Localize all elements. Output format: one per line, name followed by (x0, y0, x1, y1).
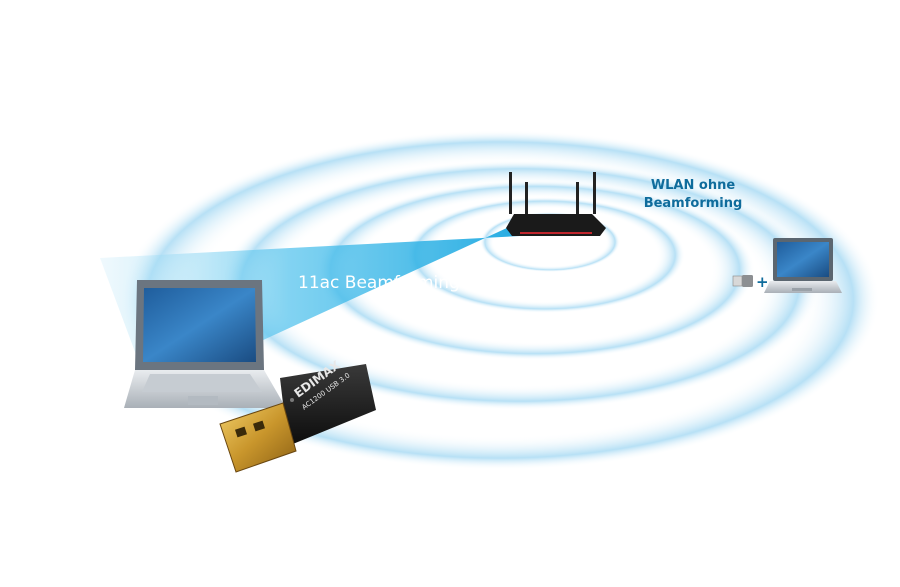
usb-adapter-body (280, 364, 376, 446)
laptop-right-touchpad (792, 288, 812, 291)
router-antenna (525, 182, 528, 216)
without-beamforming-label-2: Beamforming (644, 196, 743, 211)
laptop-right-screen (777, 242, 829, 277)
laptop-left (124, 280, 286, 408)
router-body (506, 214, 606, 236)
small-usb-body (742, 275, 753, 287)
usb-adapter-led (290, 398, 294, 402)
laptop-right (764, 238, 842, 293)
router (506, 172, 606, 236)
beamforming-label: 11ac Beamforming (298, 273, 460, 293)
small-usb-adapter (732, 275, 753, 287)
router-antenna (509, 172, 512, 214)
usb-connector-slot (235, 426, 247, 438)
without-beamforming-label-1: WLAN ohne (651, 178, 736, 193)
plus-sign: + (756, 273, 769, 291)
usb-connector-slot (253, 420, 265, 432)
laptop-right-base (764, 281, 842, 293)
laptop-left-screen (143, 288, 256, 362)
small-usb-connector (732, 275, 743, 287)
usb-connector (219, 402, 297, 473)
laptop-left-touchpad (188, 396, 218, 405)
laptop-left-keyboard (142, 374, 262, 392)
router-antenna (576, 182, 579, 216)
router-antenna (593, 172, 596, 214)
